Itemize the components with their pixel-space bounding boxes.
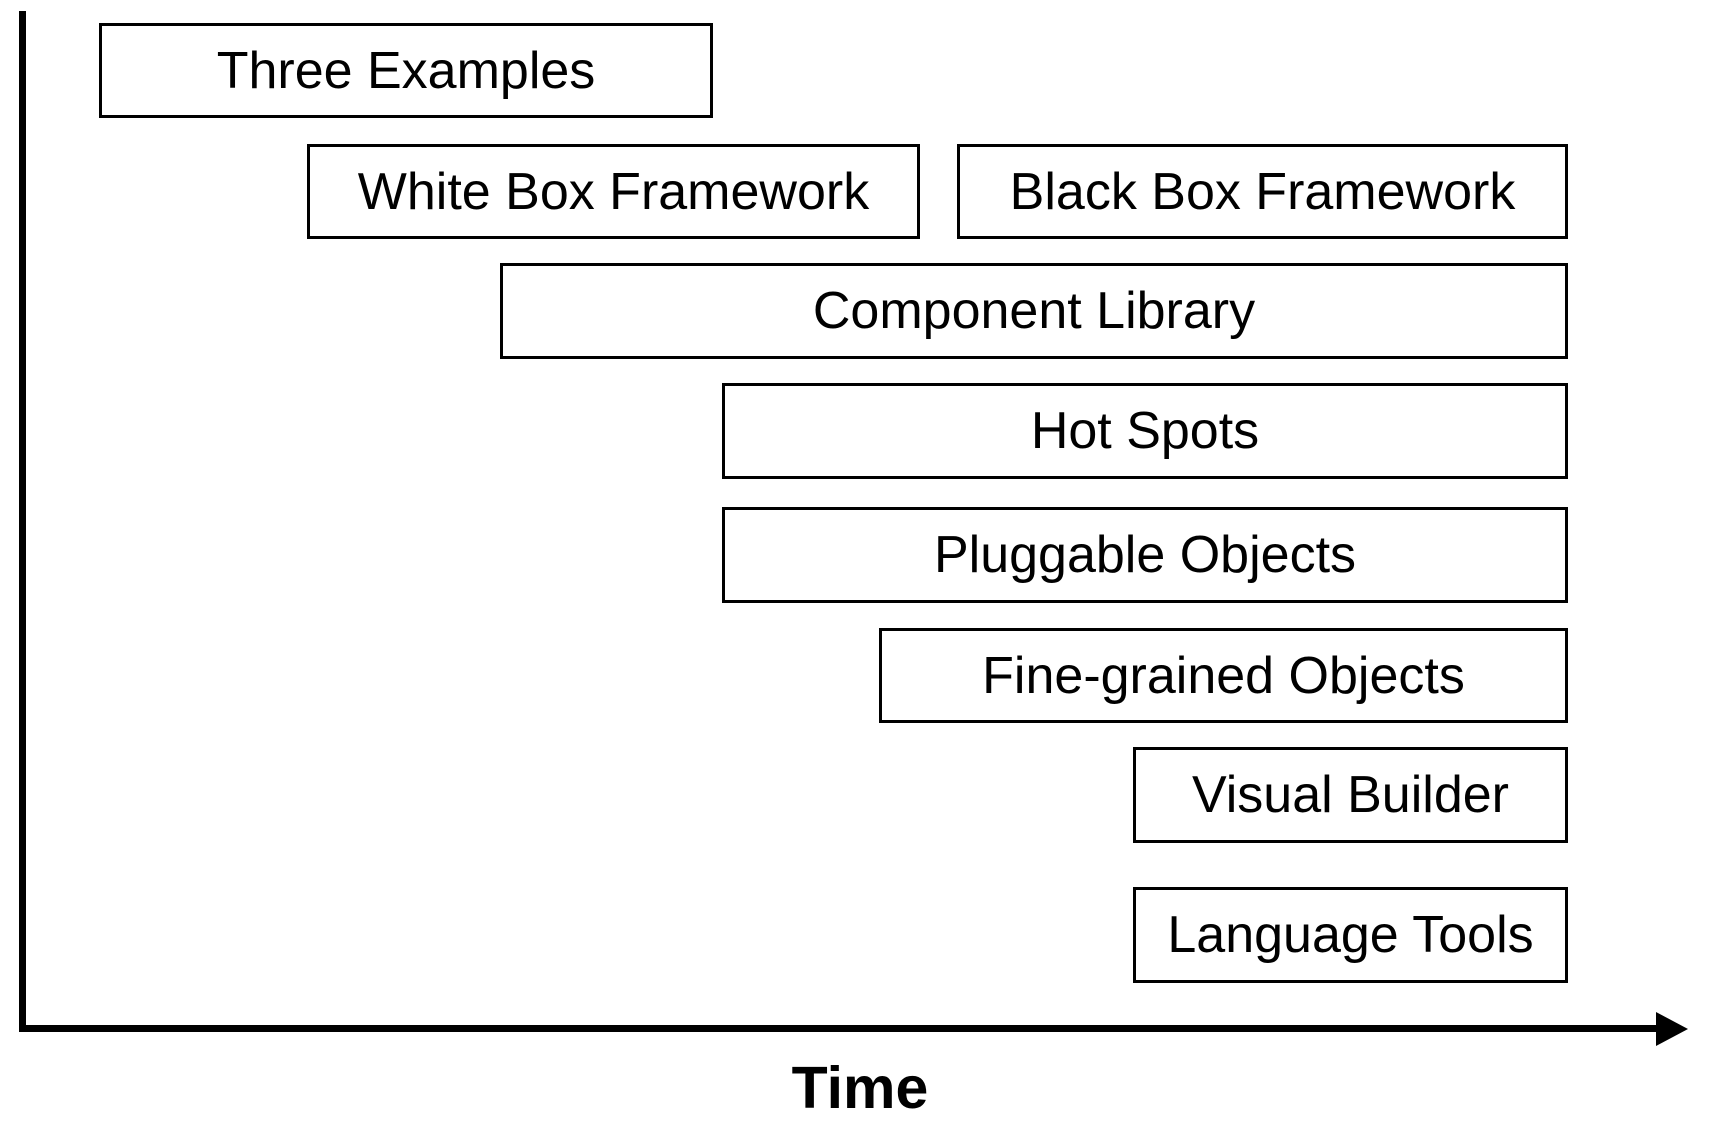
diagram-box-label: Component Library — [812, 282, 1256, 340]
diagram-box-label: Three Examples — [216, 41, 596, 100]
diagram-box-label: Visual Builder — [1191, 766, 1509, 824]
x-axis-line — [19, 1025, 1660, 1032]
diagram-box-label: Language Tools — [1167, 906, 1534, 964]
box-fine-grained-objects: Fine-grained Objects — [879, 628, 1568, 723]
diagram-box-label: Hot Spots — [1030, 402, 1260, 460]
diagram-box-label: Black Box Framework — [1009, 162, 1516, 221]
box-pluggable-objects: Pluggable Objects — [722, 507, 1568, 603]
box-three-examples: Three Examples — [99, 23, 713, 118]
x-axis-arrowhead-icon — [1656, 1012, 1688, 1046]
time-axis-label: Time — [791, 1055, 929, 1121]
diagram-box-label: Pluggable Objects — [933, 526, 1357, 584]
box-hot-spots: Hot Spots — [722, 383, 1568, 479]
box-visual-builder: Visual Builder — [1133, 747, 1568, 843]
box-black-box-framework: Black Box Framework — [957, 144, 1568, 239]
y-axis-line — [19, 11, 26, 1032]
box-language-tools: Language Tools — [1133, 887, 1568, 983]
diagram-box-label: Fine-grained Objects — [982, 646, 1465, 705]
box-component-library: Component Library — [500, 263, 1568, 359]
diagram-box-label: White Box Framework — [357, 162, 870, 221]
box-white-box-framework: White Box Framework — [307, 144, 920, 239]
